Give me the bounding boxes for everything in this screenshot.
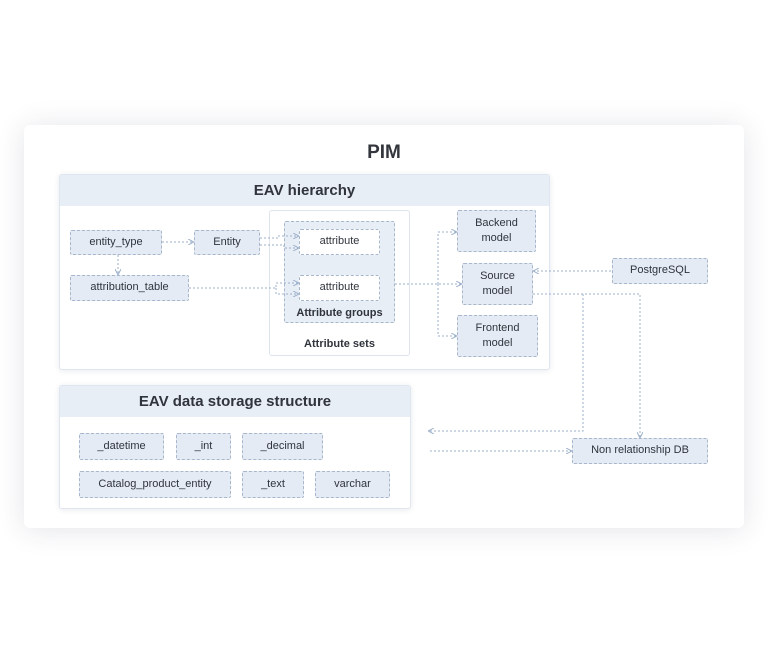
attribute-node-2: attribute [299, 275, 380, 301]
storage-catalog-product-entity: Catalog_product_entity [79, 471, 231, 498]
storage-datetime: _datetime [79, 433, 164, 460]
entity-node: Entity [194, 230, 260, 255]
backend-model-node: Backend model [457, 210, 536, 252]
edge-source-down [533, 293, 640, 437]
pim-title: PIM [367, 142, 401, 163]
entity-type-node: entity_type [70, 230, 162, 255]
edge-entity-attribute1b [260, 244, 298, 248]
edge-attrtable-attribute2 [189, 283, 298, 289]
eav-storage-heading: EAV data storage structure [60, 386, 410, 417]
postgresql-node: PostgreSQL [612, 258, 708, 284]
non-relationship-db-node: Non relationship DB [572, 438, 708, 464]
eav-hierarchy-heading: EAV hierarchy [60, 175, 549, 206]
attribute-groups-label: Attribute groups [296, 307, 383, 319]
edge-groups-frontend [437, 284, 456, 336]
frontend-model-node: Frontend model [457, 315, 538, 357]
storage-varchar: varchar [315, 471, 390, 498]
storage-int: _int [176, 433, 231, 460]
source-model-node: Source model [462, 263, 533, 305]
edge-attrtable-attribute2b [275, 288, 298, 294]
attribute-node-1: attribute [299, 229, 380, 255]
storage-text: _text [242, 471, 304, 498]
storage-decimal: _decimal [242, 433, 323, 460]
attribution-table-node: attribution_table [70, 275, 189, 301]
edge-to-storage [429, 294, 584, 431]
attribute-sets-label: Attribute sets [304, 338, 375, 350]
edge-entity-attribute1 [260, 236, 298, 238]
edge-groups-backend [437, 232, 456, 284]
